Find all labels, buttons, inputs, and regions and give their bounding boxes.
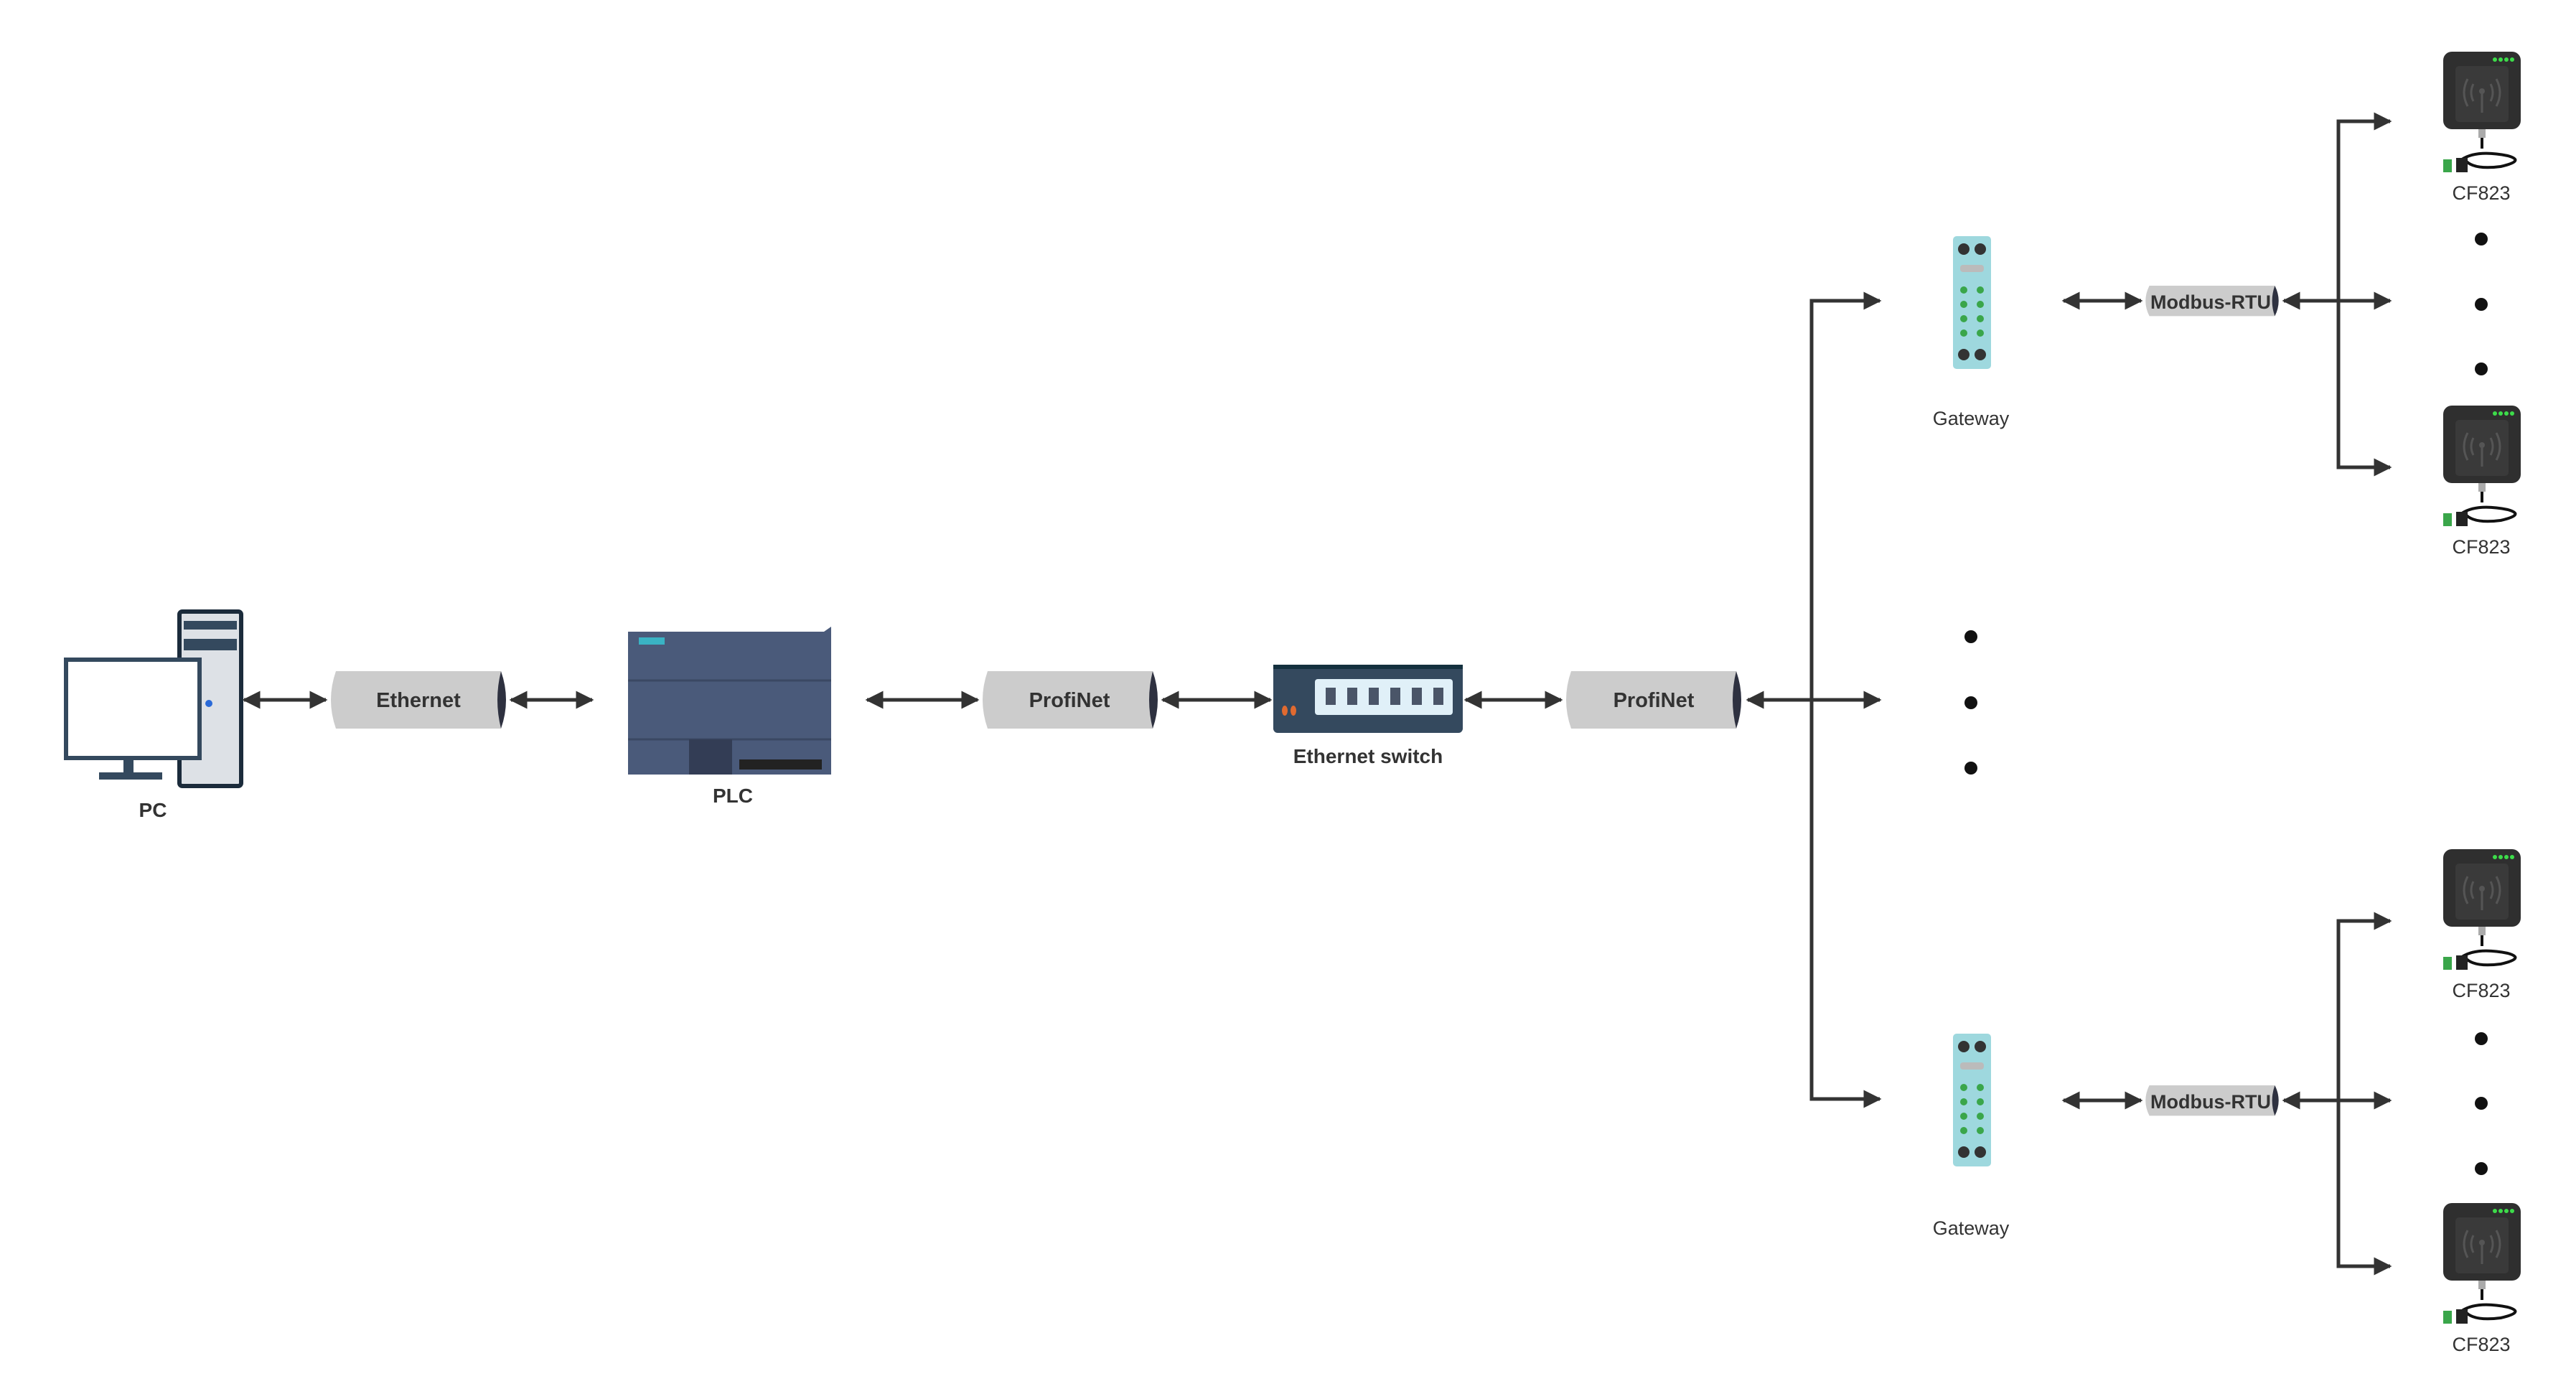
ellipsis-dots [2475,233,2488,375]
ellipsis-dots [2475,1032,2488,1175]
network-switch-icon [1273,665,1463,733]
switch-label: Ethernet switch [1293,745,1443,767]
reader-label: CF823 [2452,536,2510,558]
ellipsis-dots [1964,630,1977,775]
io-gateway-icon [1953,236,1991,369]
io-gateway-icon [1953,1034,1991,1166]
plc-icon [628,627,831,775]
reader-label: CF823 [2452,182,2510,204]
pc-label: PC [139,799,167,821]
bus-line [1809,299,1880,1101]
modbus-label: Modbus-RTU [2150,1091,2271,1113]
rfid-reader-icon [2442,1202,2522,1325]
bus-line [2336,919,2390,1268]
rfid-reader-icon [2442,404,2522,528]
reader-label: CF823 [2452,980,2510,1001]
bus-line [2336,119,2390,469]
gateway-label: Gateway [1933,408,2010,429]
ethernet-label: Ethernet [376,689,461,712]
reader-label: CF823 [2452,1334,2510,1355]
pc-icon [64,609,243,788]
profinet-label: ProfiNet [1613,689,1695,712]
rfid-reader-icon [2442,50,2522,174]
plc-label: PLC [713,785,753,807]
profinet-label: ProfiNet [1029,689,1110,712]
gateway-label: Gateway [1933,1217,2010,1239]
rfid-reader-icon [2442,848,2522,971]
modbus-label: Modbus-RTU [2150,291,2271,313]
